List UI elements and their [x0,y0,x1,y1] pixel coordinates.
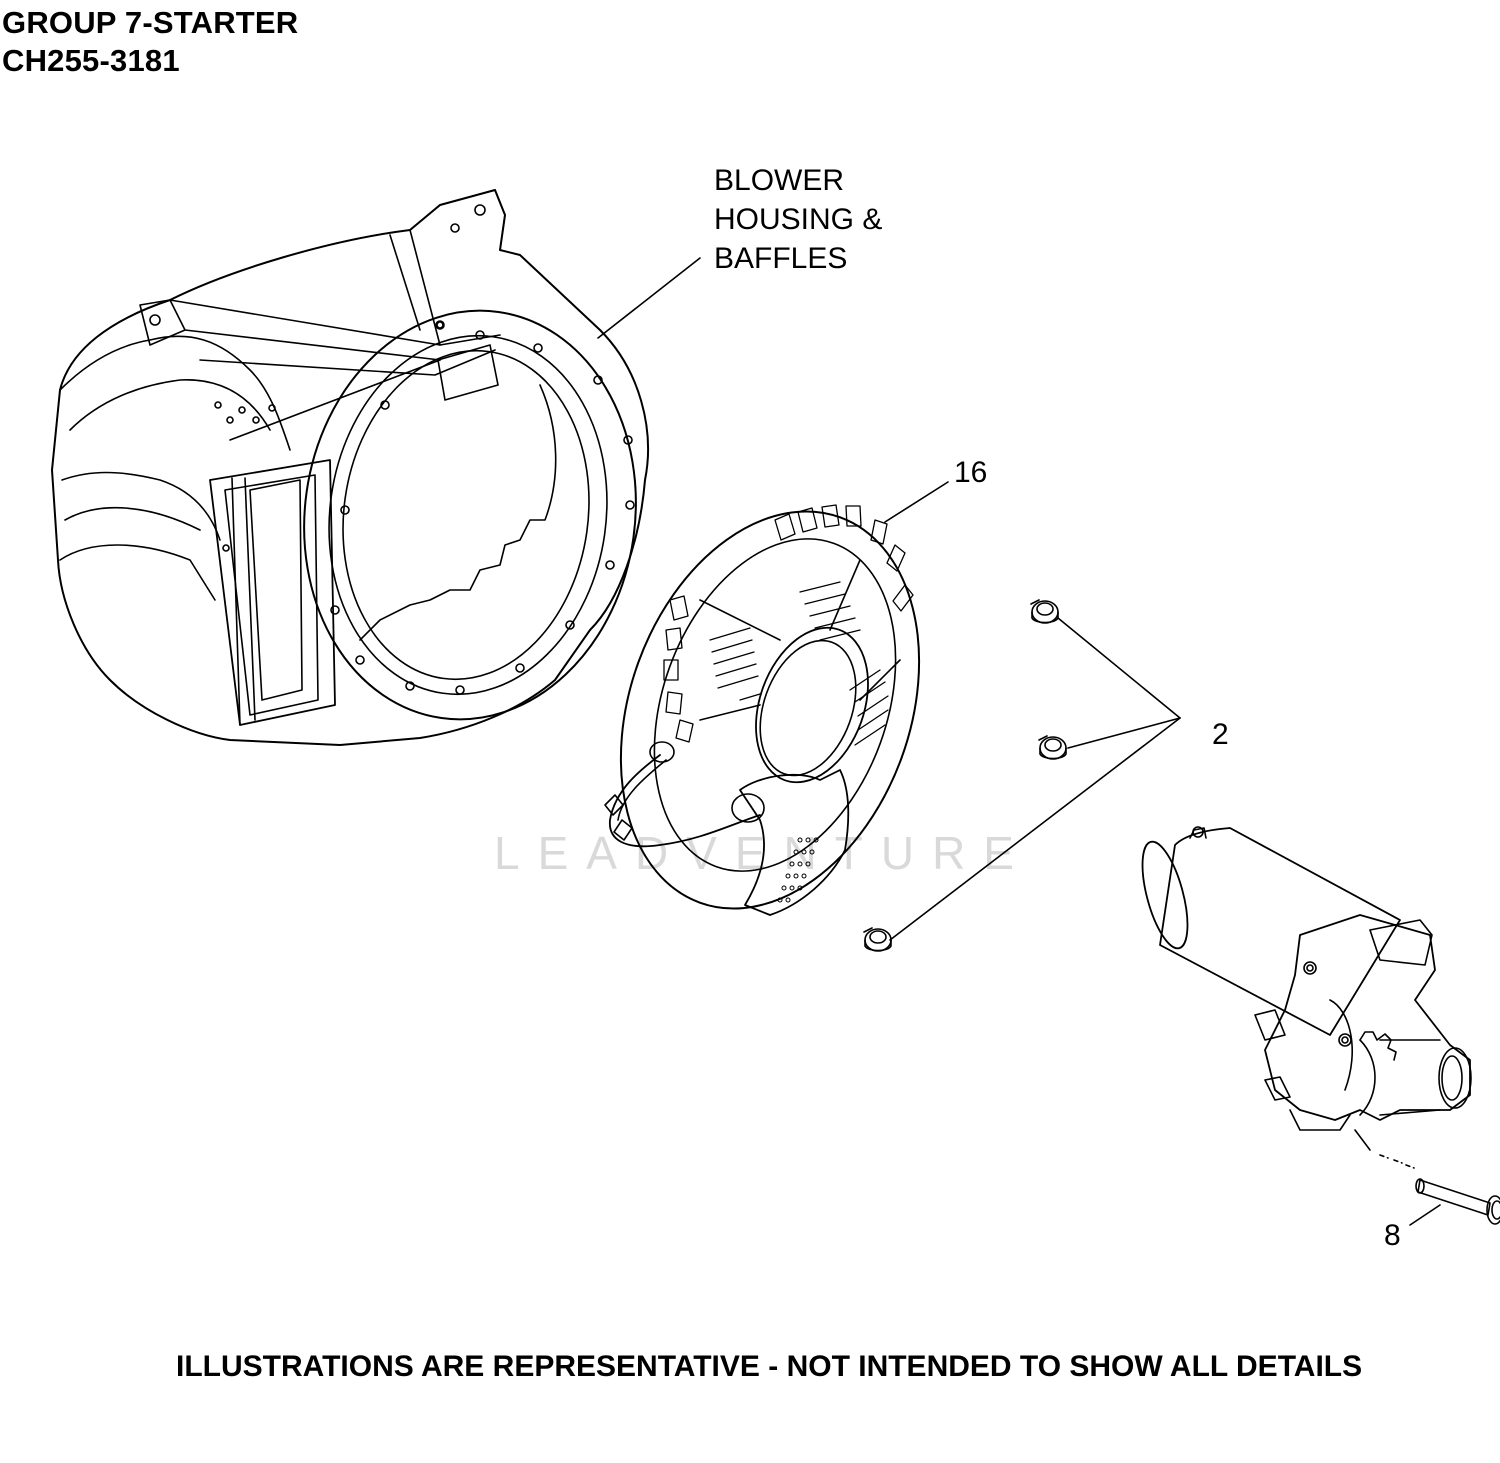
page-header: GROUP 7-STARTER CH255-3181 [2,4,298,80]
leader-lines [597,257,1441,1226]
leader-8 [1409,1204,1441,1226]
callout-part-2: 2 [1212,718,1229,751]
disclaimer-footer: ILLUSTRATIONS ARE REPRESENTATIVE - NOT I… [176,1350,1363,1383]
callout-blower-housing: BLOWER HOUSING & BAFFLES [714,161,882,278]
leader-2a [1057,617,1181,719]
callout-blower-line1: BLOWER [714,164,845,197]
starter-bolt-icon [1379,1154,1500,1225]
leader-2c [889,717,1181,941]
callout-part-8: 8 [1384,1219,1401,1252]
callout-part-16: 16 [954,456,988,489]
group-title: GROUP 7-STARTER [2,5,299,40]
model-number: CH255-3181 [2,43,180,78]
callout-blower-line2: HOUSING & [714,203,883,236]
blower-housing-icon [51,189,649,746]
leader-2b [1067,717,1181,749]
callout-blower-line3: BAFFLES [714,242,848,275]
leader-16 [884,481,949,523]
recoil-starter-icon [604,504,921,916]
leader-blower [597,257,701,339]
electric-starter-motor-icon [1141,826,1472,1151]
